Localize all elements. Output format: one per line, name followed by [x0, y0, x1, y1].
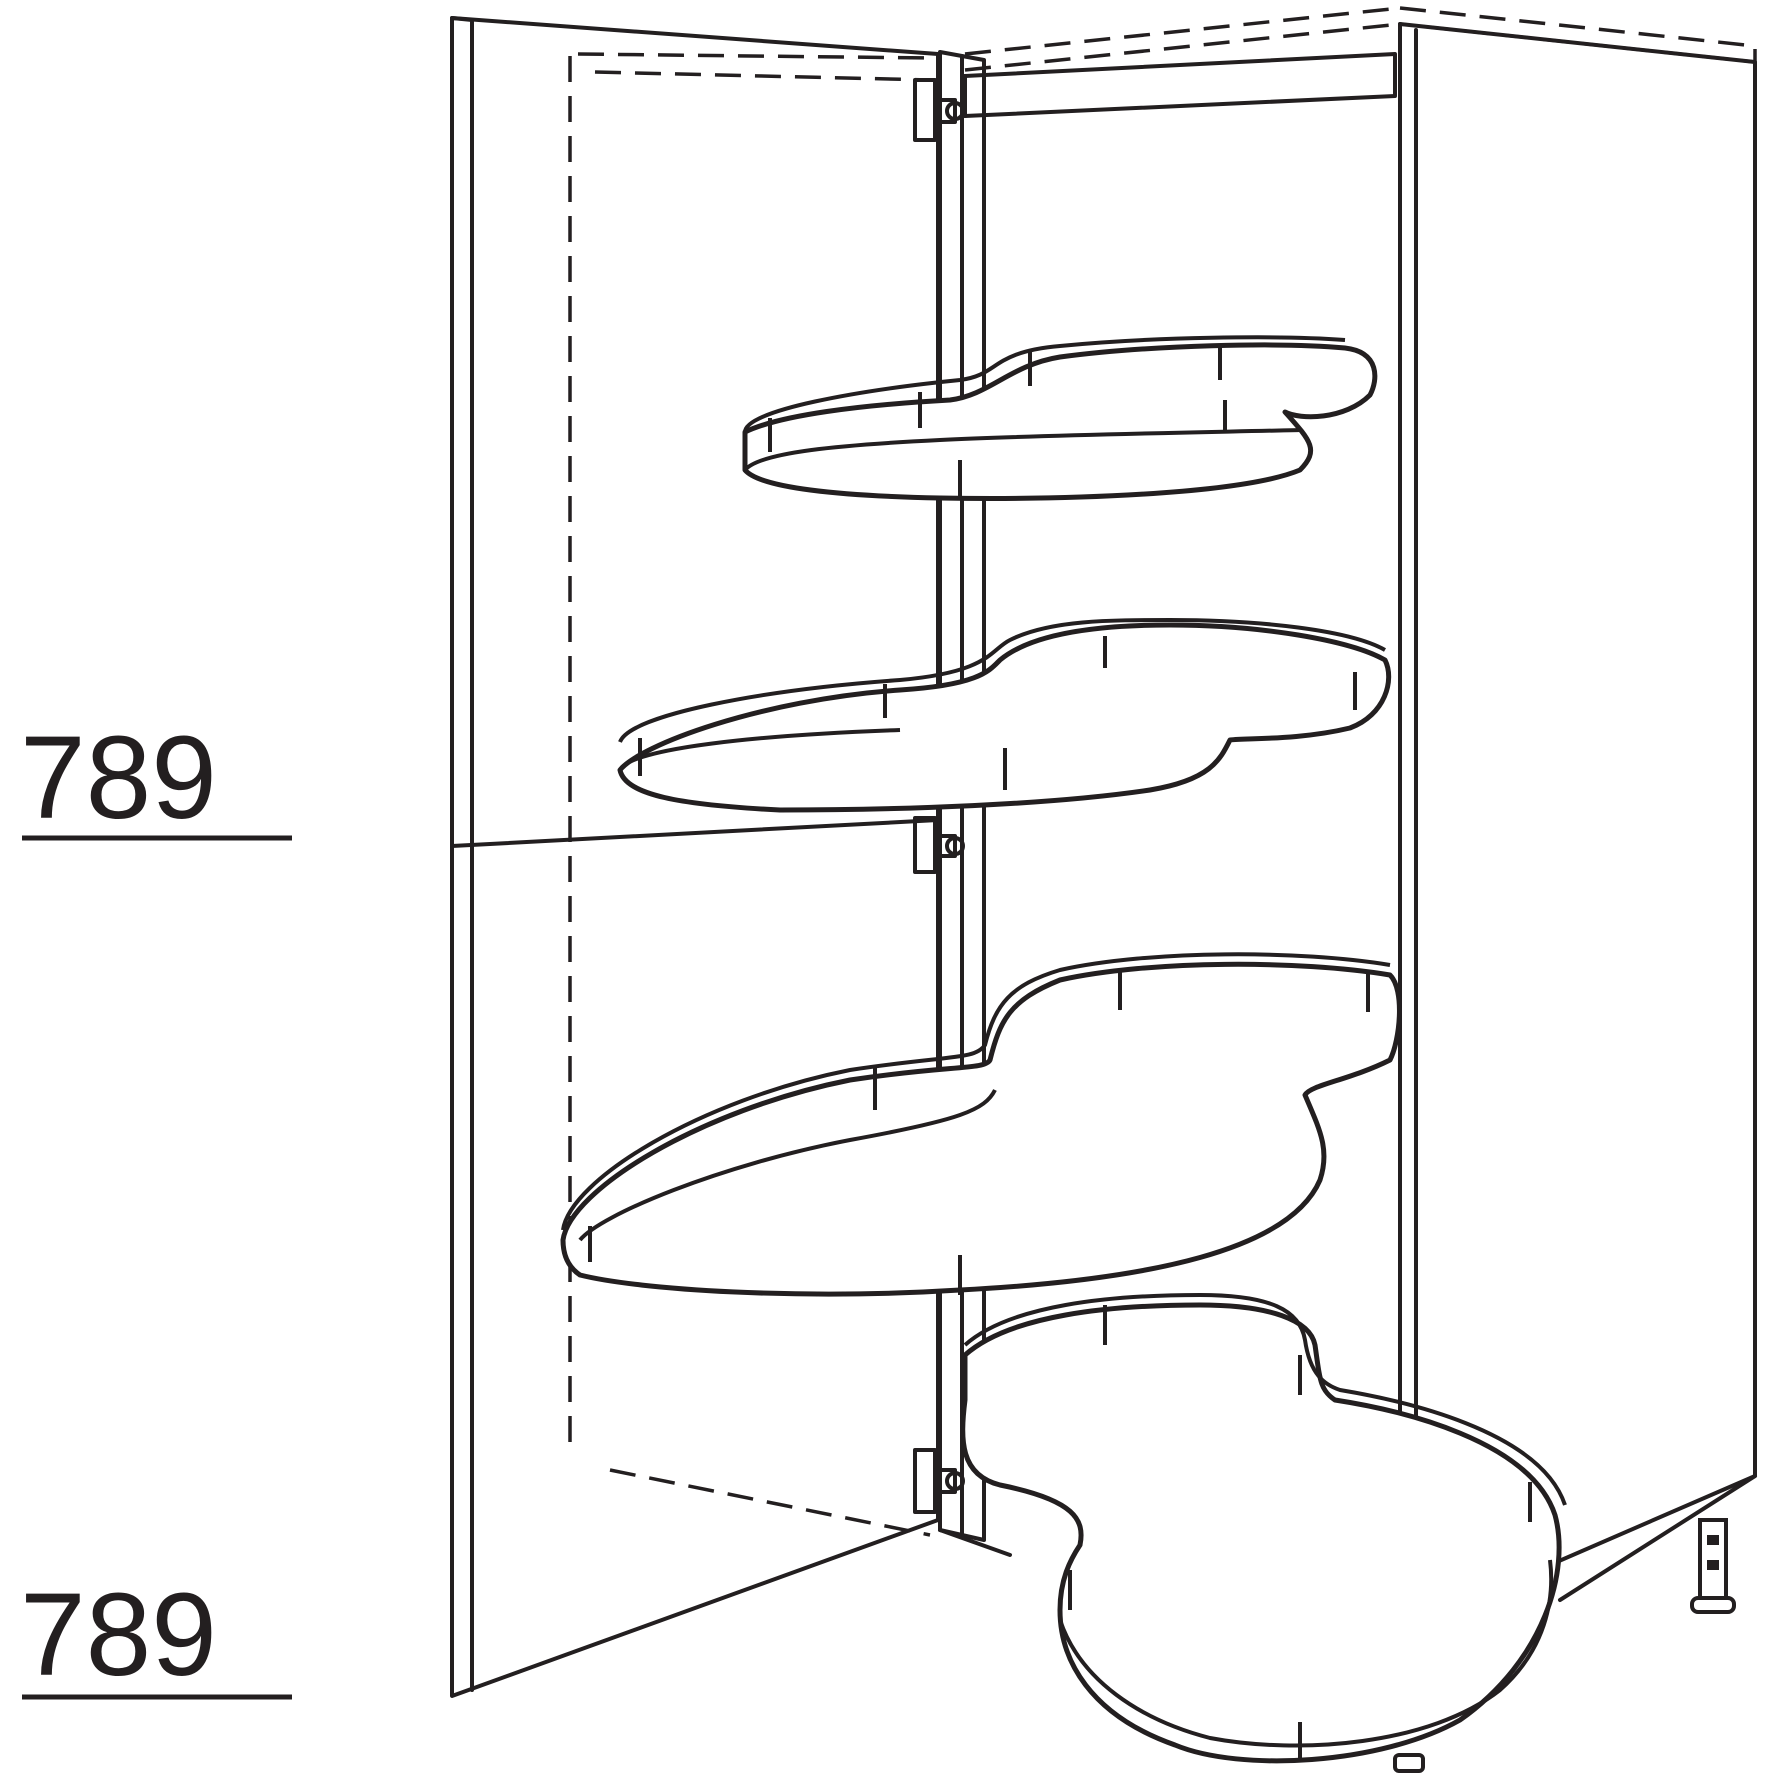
- cabinet-top-outline: [964, 6, 1757, 72]
- hinge-middle-lower: [913, 816, 965, 874]
- dimension-upper-value: 789: [20, 712, 217, 844]
- adjustable-foot-right: [1690, 1518, 1736, 1614]
- shelf-2: [617, 618, 1392, 813]
- cabinet-side-panel: [1398, 22, 1757, 1632]
- shelf-4: [960, 1293, 1567, 1764]
- hinge-bottom: [913, 1448, 965, 1514]
- shelf-1: [742, 335, 1378, 501]
- dimension-lower-value: 789: [20, 1569, 217, 1701]
- dimension-lower: 789: [20, 1569, 292, 1701]
- adjustable-foot-front: [1393, 1753, 1425, 1773]
- carcass-top-rail: [963, 52, 1397, 118]
- dimension-upper: 789: [20, 712, 292, 844]
- hinge-top: [913, 78, 965, 142]
- shelf-3: [560, 952, 1402, 1297]
- cabinet-base: [938, 1474, 1757, 1602]
- cabinet-door: [450, 16, 940, 1698]
